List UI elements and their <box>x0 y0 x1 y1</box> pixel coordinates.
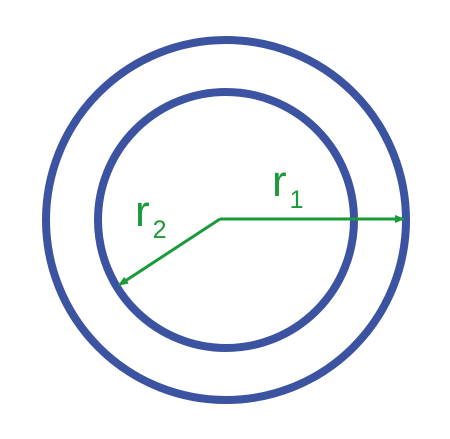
inner-radius-subscript: 2 <box>153 216 167 244</box>
inner-radius-letter: r <box>135 187 150 236</box>
inner-radius-arrow <box>118 217 221 287</box>
outer-radius-subscript: 1 <box>290 186 304 214</box>
outer-radius-letter: r <box>272 157 287 206</box>
outer-circle <box>42 36 410 404</box>
